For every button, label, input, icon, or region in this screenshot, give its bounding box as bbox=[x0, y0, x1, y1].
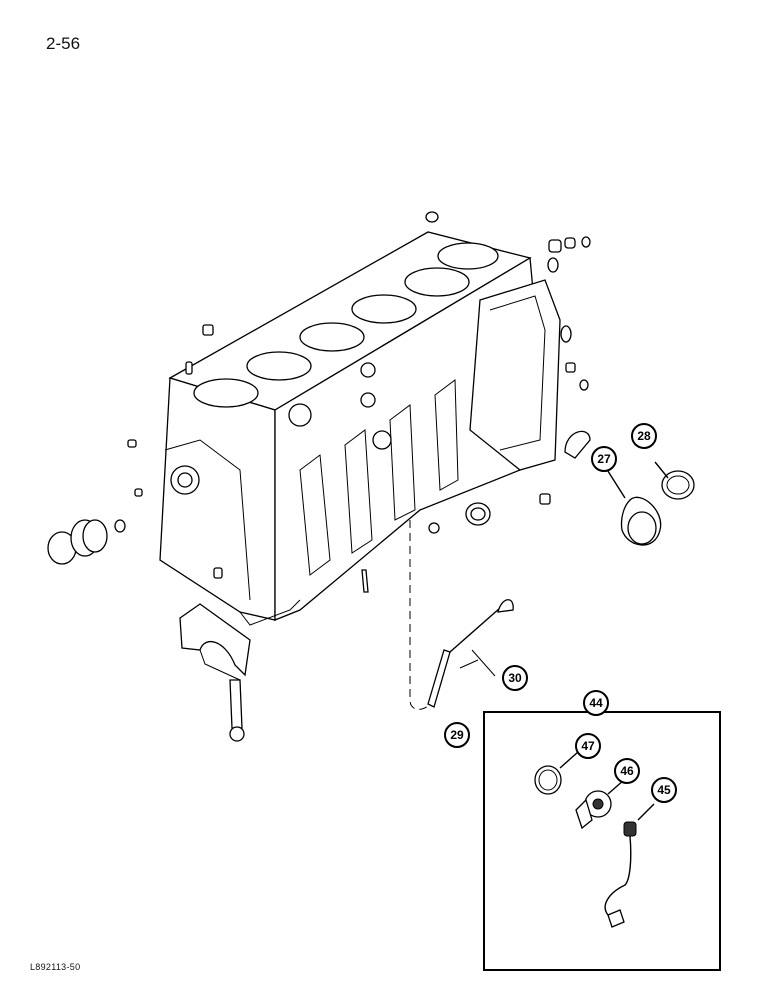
main-bearing-cap bbox=[179, 603, 251, 742]
callout-46: 46 bbox=[614, 758, 640, 784]
svg-text:45: 45 bbox=[657, 783, 671, 797]
svg-text:28: 28 bbox=[637, 429, 651, 443]
svg-text:47: 47 bbox=[581, 739, 595, 753]
callout-27: 27 bbox=[591, 446, 617, 472]
callout-45: 45 bbox=[651, 777, 677, 803]
detail-box-44 bbox=[483, 711, 721, 971]
callout-47: 47 bbox=[575, 733, 601, 759]
callout-28: 28 bbox=[631, 423, 657, 449]
page-number: 2-56 bbox=[46, 34, 81, 53]
small-parts bbox=[47, 211, 591, 593]
svg-text:30: 30 bbox=[508, 671, 522, 685]
callout-30: 30 bbox=[502, 665, 528, 691]
svg-text:46: 46 bbox=[620, 764, 634, 778]
svg-text:44: 44 bbox=[589, 696, 603, 710]
hose-and-clamp bbox=[605, 461, 695, 546]
figure-code: L892113-50 bbox=[30, 962, 81, 972]
callout-29: 29 bbox=[444, 722, 470, 748]
dipstick-assembly bbox=[409, 520, 514, 710]
svg-text:29: 29 bbox=[450, 728, 464, 742]
callout-44: 44 bbox=[583, 690, 609, 716]
cylinder-block bbox=[159, 231, 561, 626]
svg-text:27: 27 bbox=[597, 452, 611, 466]
